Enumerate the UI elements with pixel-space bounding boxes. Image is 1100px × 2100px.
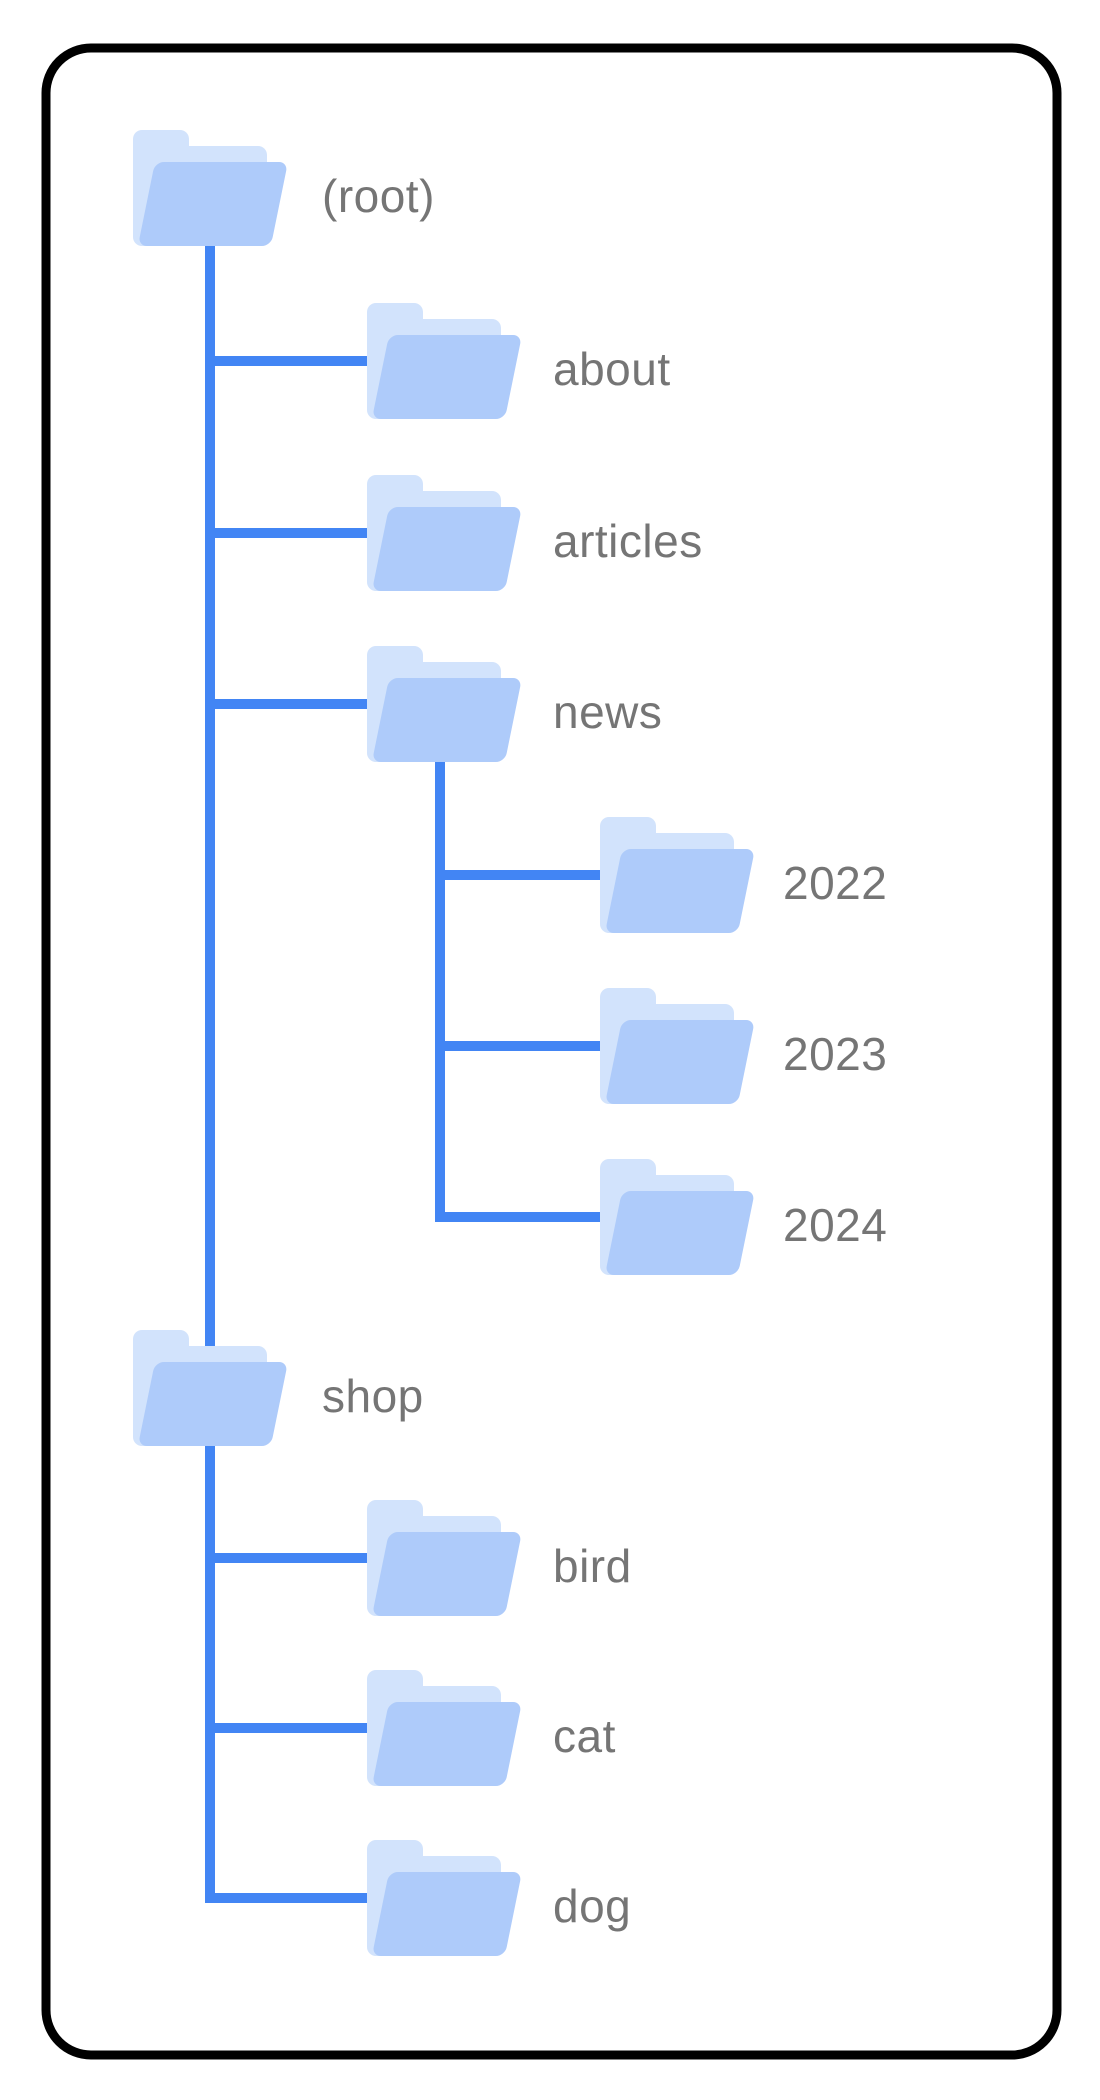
label-articles: articles <box>553 515 703 567</box>
folder-icon-about <box>367 303 522 419</box>
label-about: about <box>553 343 671 395</box>
folder-icon-shop <box>133 1330 288 1446</box>
folder-icon-articles <box>367 475 522 591</box>
tree-connectors <box>205 200 630 1903</box>
folder-icon-cat <box>367 1670 522 1786</box>
folder-icon-dog <box>367 1840 522 1956</box>
folder-icon-2022 <box>600 817 755 933</box>
label-2024: 2024 <box>783 1199 887 1251</box>
folder-icon-2024 <box>600 1159 755 1275</box>
root-trunk-line <box>205 200 385 1903</box>
news-trunk-line <box>435 720 615 1222</box>
folder-icon-2023 <box>600 988 755 1104</box>
folder-icon-bird <box>367 1500 522 1616</box>
label-2022: 2022 <box>783 857 887 909</box>
label-shop: shop <box>322 1370 424 1422</box>
label-news: news <box>553 686 662 738</box>
node-labels: (root) about articles news 2022 2023 202… <box>322 170 887 1932</box>
label-cat: cat <box>553 1710 616 1762</box>
diagram-border-frame <box>41 43 1062 2060</box>
label-2023: 2023 <box>783 1028 887 1080</box>
label-root: (root) <box>322 170 435 222</box>
label-dog: dog <box>553 1880 631 1932</box>
label-bird: bird <box>553 1540 632 1592</box>
folder-icon-root <box>133 130 288 246</box>
folder-icon-news <box>367 646 522 762</box>
